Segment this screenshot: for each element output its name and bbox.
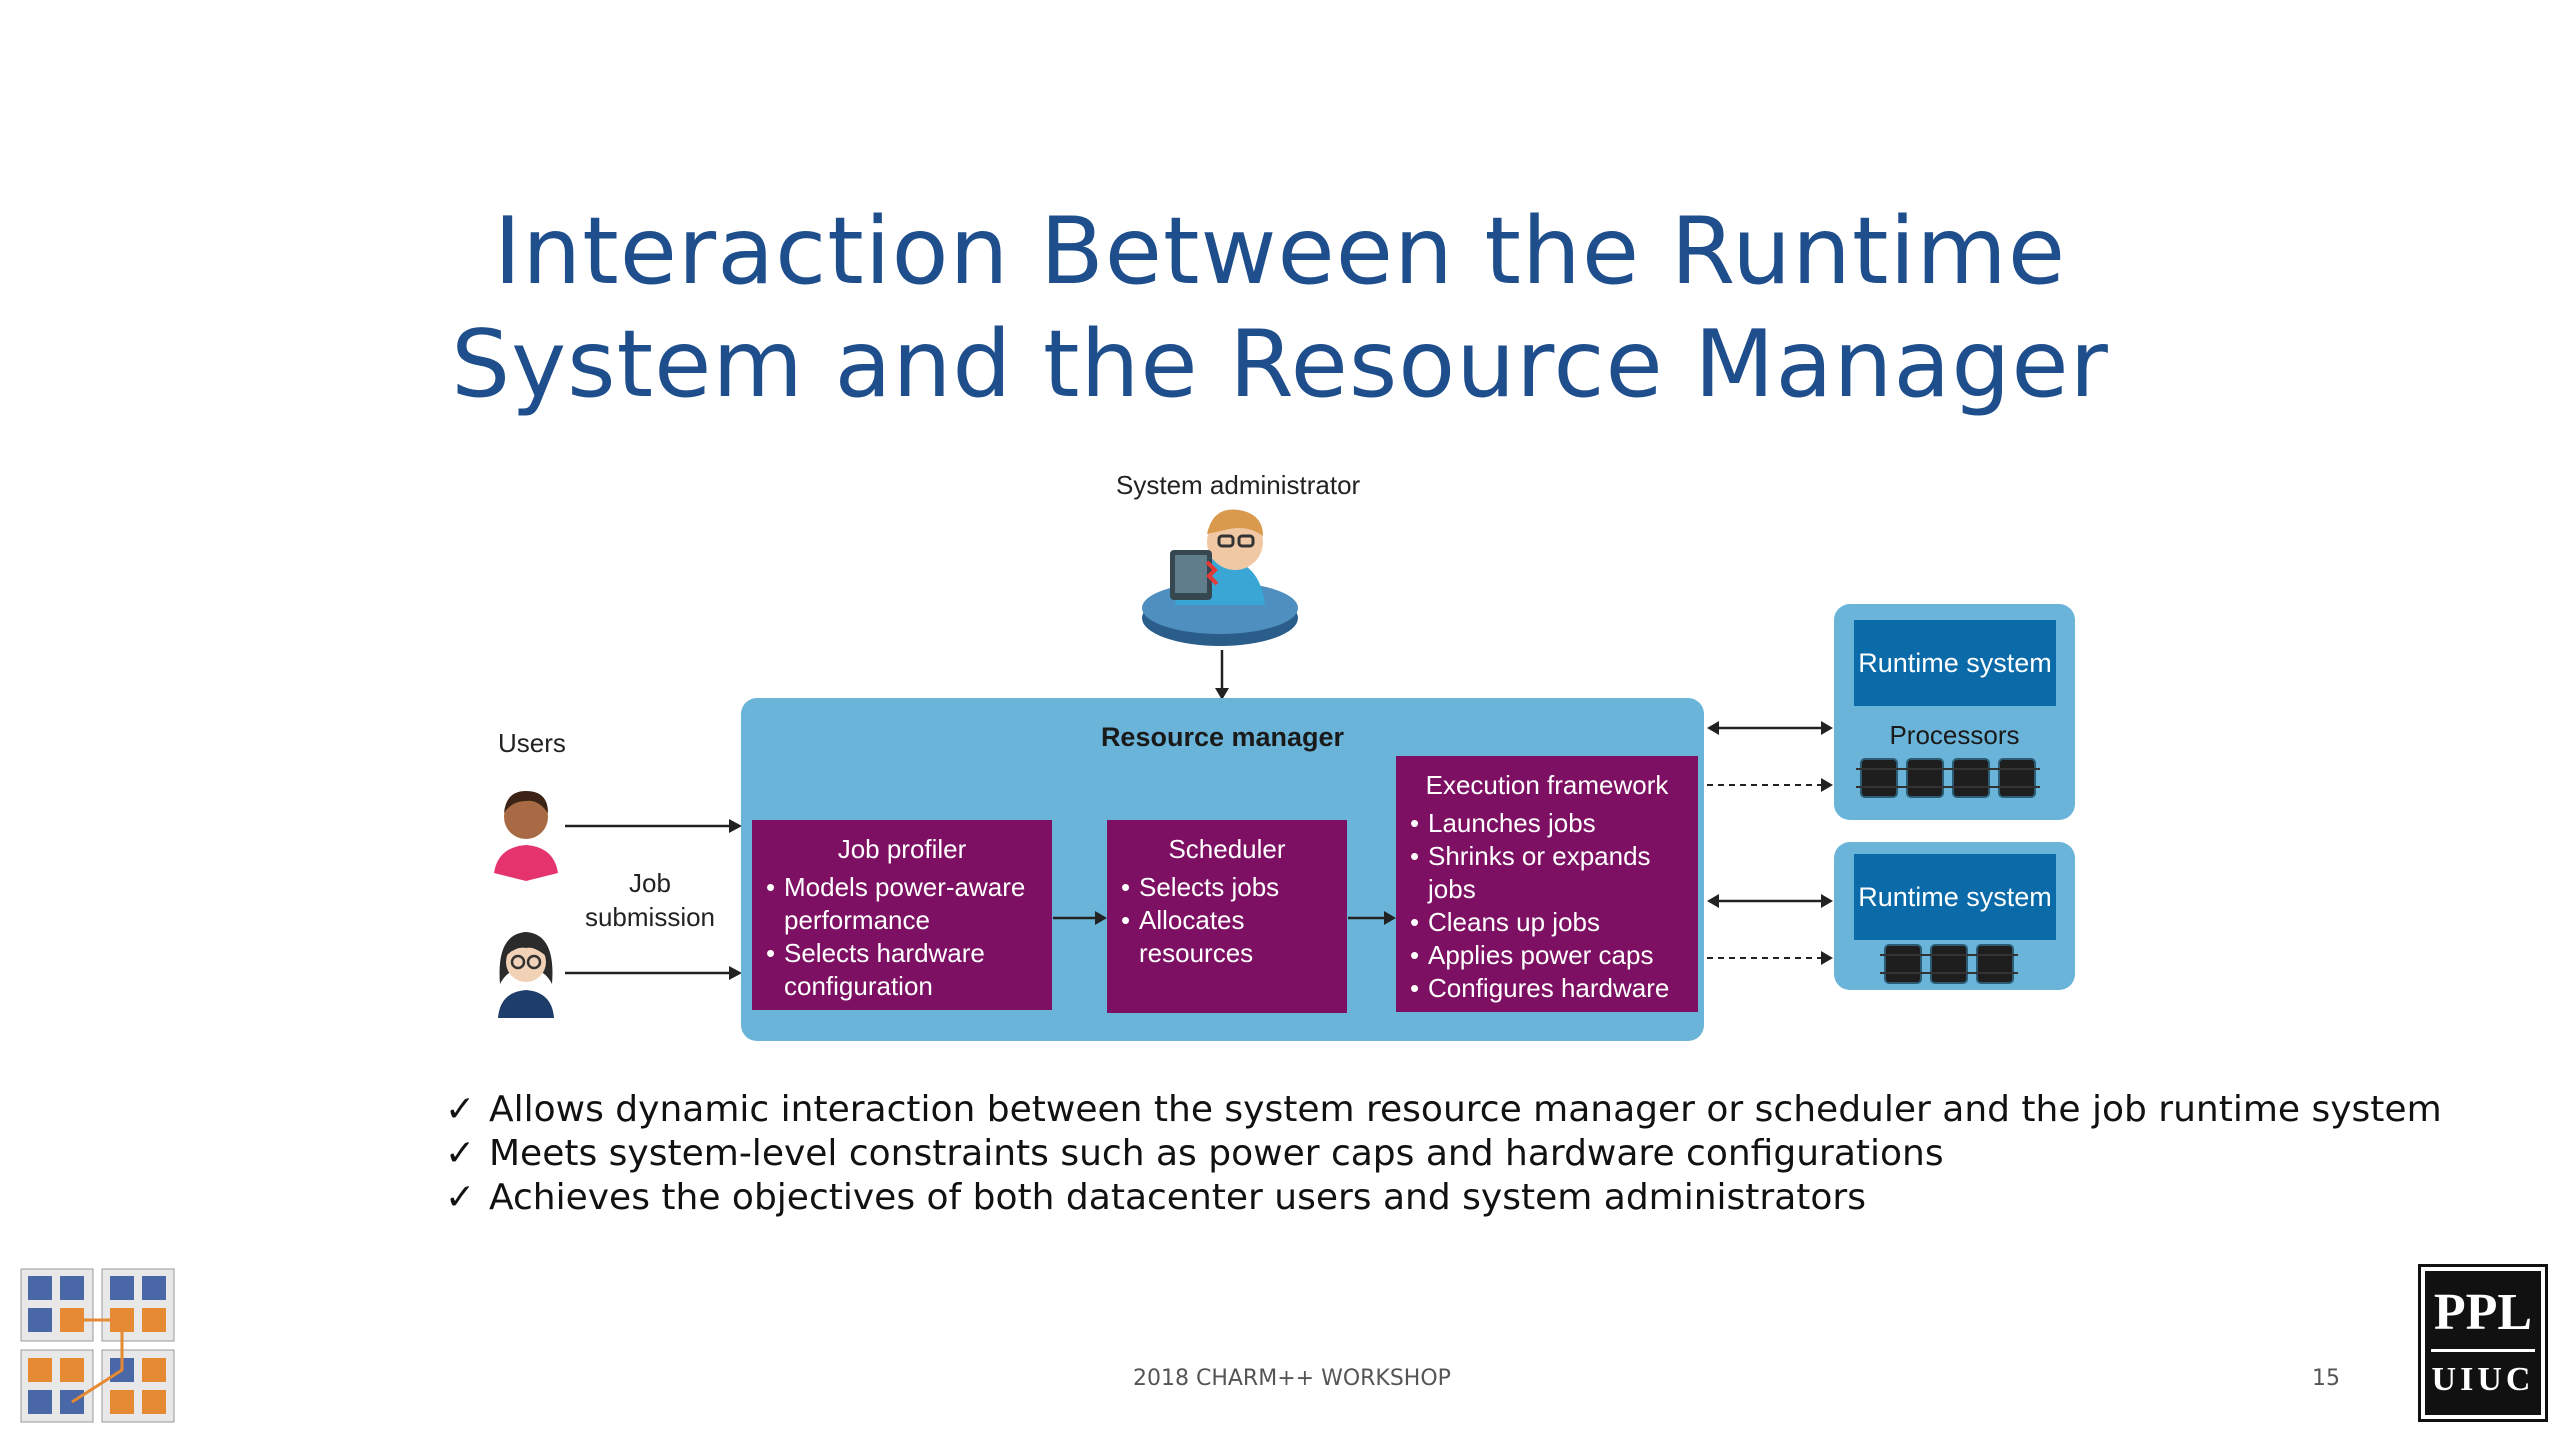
execution-framework-item: Cleans up jobs [1410,906,1698,939]
bullet-text: Allows dynamic interaction between the s… [489,1089,2442,1130]
runtime-system-bottom-box: Runtime system [1834,842,2075,990]
ppl-logo-line-1: PPL [2433,1284,2533,1341]
user-male-icon [494,791,558,881]
user-to-rm-arrow-top [565,819,742,833]
scheduler-item: Selects jobs [1121,871,1347,904]
scheduler-box: Scheduler Selects jobs Allocates resourc… [1107,820,1347,1013]
job-profiler-item: Selects hardware [766,937,1052,970]
runtime-system-bottom-title: Runtime system [1854,854,2056,940]
job-profiler-box: Job profiler Models power-aware performa… [752,820,1052,1010]
bullet-text: Meets system-level constraints such as p… [489,1133,1944,1174]
execution-framework-item: Configures hardware [1410,972,1698,1005]
scheduler-to-execution-arrow [1348,911,1396,925]
check-icon: ✓ [445,1177,476,1218]
check-icon: ✓ [445,1133,476,1174]
runtime-system-top-title: Runtime system [1854,620,2056,706]
processor-chip-icon [1926,946,1972,982]
resource-manager-box: Resource manager Job profiler Models pow… [741,698,1704,1041]
execution-framework-item: Applies power caps [1410,939,1698,972]
job-profiler-list: Models power-aware performance Selects h… [752,871,1052,1003]
slide-title-line-1: Interaction Between the Runtime [493,197,2067,305]
bullet-item: ✓ Meets system-level constraints such as … [445,1132,2442,1176]
job-profiler-item: performance [784,905,930,935]
processor-chip-icon [1902,760,1948,796]
bullet-text: Achieves the objectives of both datacent… [489,1177,1866,1218]
scheduler-item: resources [1139,938,1254,968]
scheduler-title: Scheduler [1168,834,1286,864]
processor-chip-icon [1948,760,1994,796]
users-label: Users [498,728,566,758]
bullet-item: ✓ Allows dynamic interaction between the … [445,1088,2442,1132]
job-profiler-item: configuration [784,971,933,1001]
slide-title: Interaction Between the Runtime System a… [0,195,2560,421]
footer-page-number: 15 [2312,1366,2340,1391]
user-to-rm-arrow-bottom [565,966,742,980]
processor-chip-icon [1880,946,1926,982]
system-administrator-icon [1142,509,1298,646]
processor-chip-icon [1972,946,2018,982]
runtime-system-top-box: Runtime system Processors [1834,604,2075,820]
job-profiler-item: Models power-aware [766,871,1052,904]
system-administrator-label: System administrator [1116,470,1361,500]
execution-framework-item: Launches jobs [1410,807,1698,840]
job-profiler-title: Job profiler [837,834,967,864]
execution-framework-title: Execution framework [1425,770,1669,800]
scheduler-item: Allocates [1121,904,1347,937]
bullet-item: ✓ Achieves the objectives of both datacen… [445,1176,2442,1220]
ppl-logo-line-2: UIUC [2431,1361,2535,1398]
rm-runtime-connectors [1707,721,1833,965]
job-submission-line-1: Job [629,868,671,898]
user-female-icon [498,932,554,1018]
job-submission-label: Job submission [570,866,730,934]
execution-framework-item: Shrinks or expands jobs [1410,840,1698,906]
execution-framework-box: Execution framework Launches jobs Shrink… [1396,756,1698,1012]
job-submission-line-2: submission [584,902,716,932]
profiler-to-scheduler-arrow [1053,911,1107,925]
footer-workshop: 2018 CHARM++ WORKSHOP [1133,1366,1451,1391]
processor-chip-icon [1994,760,2040,796]
bullet-list: ✓ Allows dynamic interaction between the … [445,1088,2442,1220]
charm-grid-logo [20,1268,175,1423]
check-icon: ✓ [445,1089,476,1130]
slide-title-line-2: System and the Resource Manager [451,310,2109,418]
scheduler-list: Selects jobs Allocates resources [1107,871,1347,970]
ppl-logo-divider [2431,1349,2535,1352]
admin-to-rm-arrow [1215,650,1229,700]
resource-manager-title: Resource manager [1100,722,1345,752]
processor-chip-icon [1856,760,1902,796]
processors-label: Processors [1889,720,2020,750]
execution-framework-list: Launches jobs Shrinks or expands jobs Cl… [1396,807,1698,1005]
ppl-uiuc-logo: PPL UIUC [2418,1264,2548,1422]
